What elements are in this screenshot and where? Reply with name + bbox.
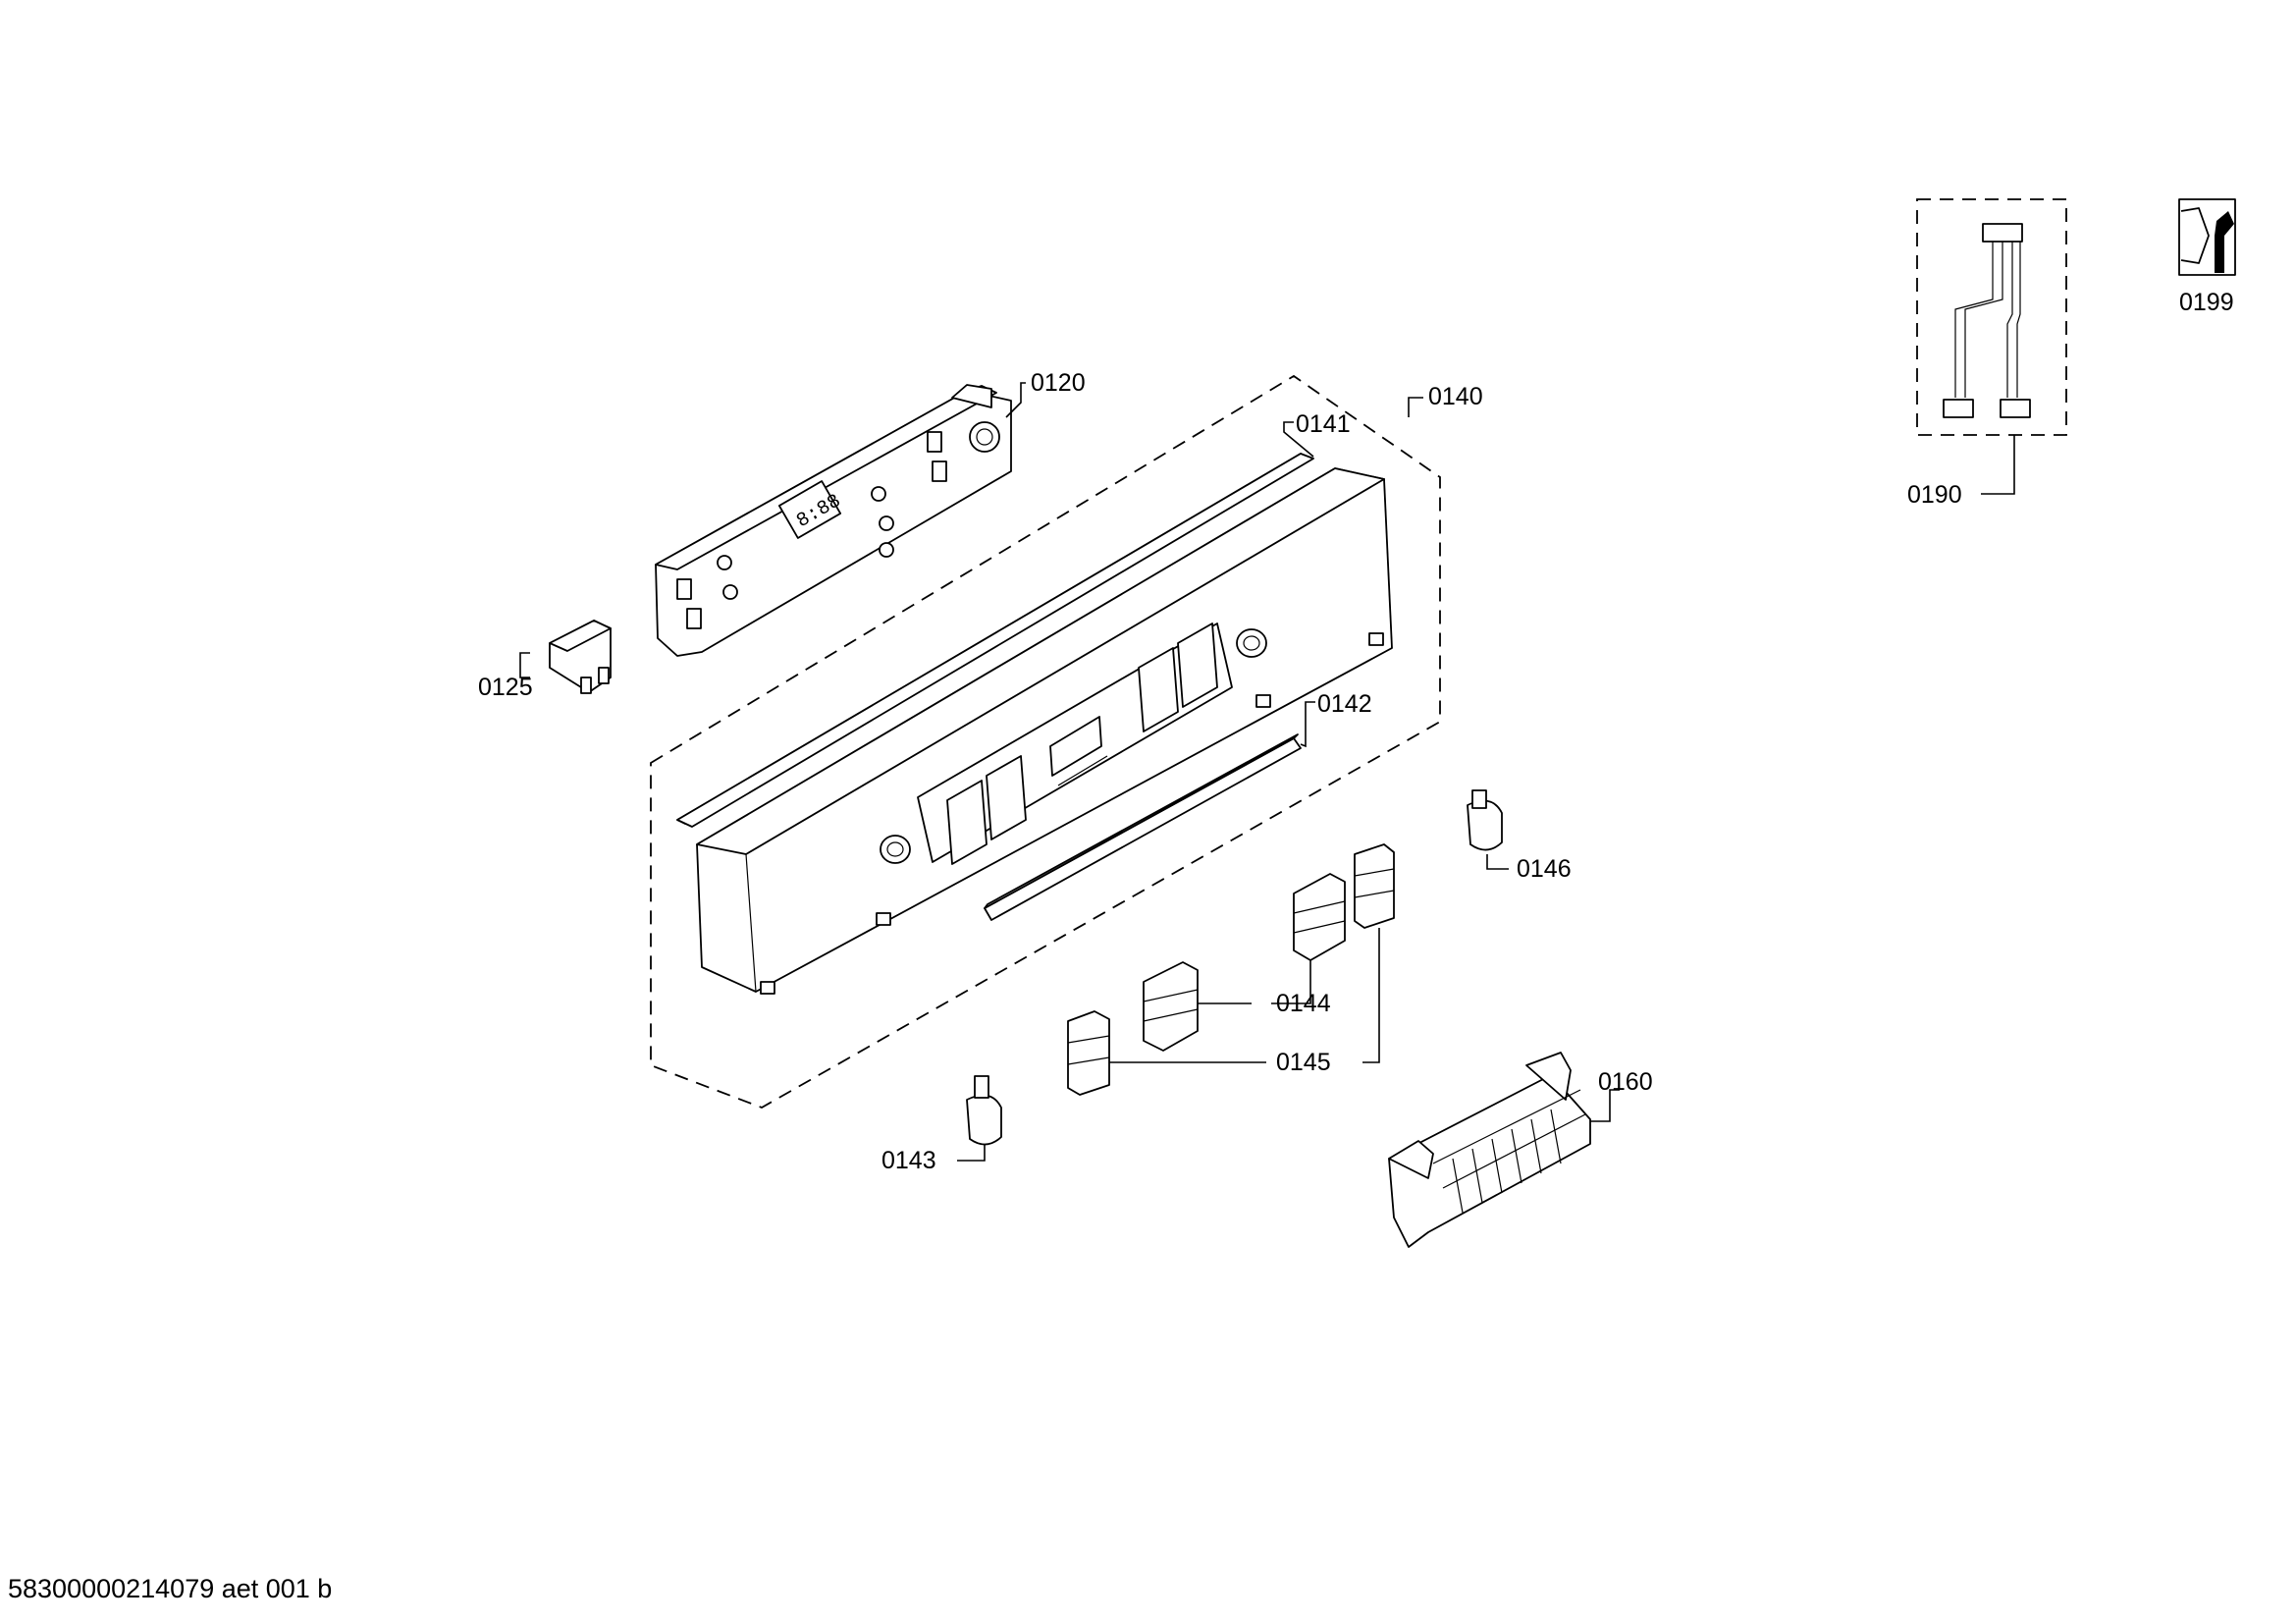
part-0141-trim-strip[interactable]: [676, 453, 1314, 828]
part-0146-knob[interactable]: [1467, 789, 1503, 851]
part-0142-decor-strip[interactable]: [984, 733, 1302, 921]
part-0145-button-block-upper[interactable]: [1354, 843, 1395, 929]
label-0160: 0160: [1598, 1068, 1653, 1096]
part-0143-knob[interactable]: [966, 1075, 1002, 1146]
label-0144: 0144: [1276, 990, 1331, 1017]
part-0125-clip[interactable]: [549, 620, 612, 694]
label-0145: 0145: [1276, 1049, 1331, 1076]
part-0190-wiring-harness[interactable]: [1916, 198, 2067, 436]
leader-lines: [519, 382, 2015, 1162]
label-0142: 0142: [1317, 690, 1372, 718]
label-0125: 0125: [478, 674, 533, 701]
part-0144-button-block-upper[interactable]: [1293, 873, 1346, 961]
label-0141: 0141: [1296, 410, 1351, 438]
part-0144-button-block-lower[interactable]: [1143, 961, 1199, 1052]
label-0120: 0120: [1031, 369, 1086, 397]
part-0160-cable-holder[interactable]: [1388, 1052, 1591, 1248]
label-0140: 0140: [1428, 383, 1483, 410]
label-0143: 0143: [881, 1147, 936, 1174]
document-id: 58300000214079 aet 001 b: [8, 1574, 332, 1603]
part-0145-button-block-lower[interactable]: [1067, 1010, 1110, 1096]
wrench-nut-icon: [2178, 198, 2236, 276]
part-labels: 0120 0141 0140 0142 0125 0146 0144 0145 …: [478, 289, 2234, 1174]
assembly-boundary-0140: [650, 374, 1441, 1109]
label-0190: 0190: [1907, 481, 1962, 509]
label-0199: 0199: [2179, 289, 2234, 316]
part-0140-control-panel[interactable]: [696, 467, 1393, 995]
label-0146: 0146: [1517, 855, 1572, 883]
part-0120-control-module[interactable]: 8:88: [655, 384, 1012, 657]
